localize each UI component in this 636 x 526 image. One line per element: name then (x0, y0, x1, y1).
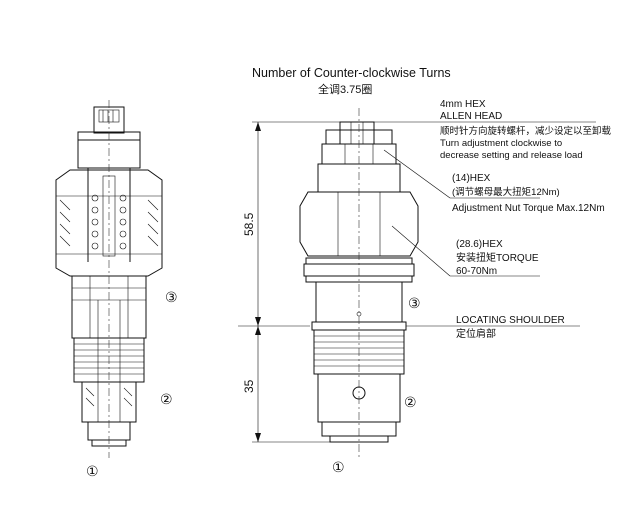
body-hex-line2: 安装扭矩TORQUE (456, 251, 539, 264)
adjust-hex-line1: (14)HEX (452, 173, 491, 184)
allen-hex-line5: decrease setting and release load (440, 150, 583, 161)
dimension-lower: 35 (242, 379, 256, 393)
allen-hex-line1: 4mm HEX (440, 99, 486, 110)
body-hex-line1: (28.6)HEX (456, 239, 503, 250)
title-cn: 全调3.75圈 (318, 82, 372, 96)
dimension-upper: 58.5 (242, 212, 256, 236)
adjust-hex-line3: Adjustment Nut Torque Max.12Nm (452, 203, 605, 214)
callout-adjust-hex: (14)HEX (调节螺母最大扭矩12Nm) Adjustment Nut To… (452, 173, 605, 214)
callout-shoulder: LOCATING SHOULDER 定位肩部 (456, 315, 565, 340)
shoulder-line1: LOCATING SHOULDER (456, 315, 565, 326)
callout-body-hex: (28.6)HEX 安装扭矩TORQUE 60-70Nm (456, 239, 539, 277)
leader-lines (374, 121, 596, 327)
exterior-view (299, 108, 419, 458)
allen-hex-line4: Turn adjustment clockwise to (440, 138, 562, 149)
title-en: Number of Counter-clockwise Turns (252, 66, 451, 80)
shoulder-line2: 定位肩部 (456, 327, 496, 340)
right-port2-label: ② (404, 394, 417, 410)
left-port1-label: ① (86, 463, 99, 479)
left-port3-label: ③ (165, 289, 178, 305)
right-port1-label: ① (332, 459, 345, 475)
adjust-hex-line2: (调节螺母最大扭矩12Nm) (452, 186, 560, 198)
right-port3-label: ③ (408, 295, 421, 311)
dimension-lines (238, 121, 340, 443)
allen-hex-line2: ALLEN HEAD (440, 111, 502, 122)
allen-hex-line3: 顺时针方向旋转螺杆，减少设定以至卸载 (440, 125, 612, 137)
callout-allen-hex: 4mm HEX ALLEN HEAD 顺时针方向旋转螺杆，减少设定以至卸载 Tu… (440, 99, 612, 161)
body-hex-line3: 60-70Nm (456, 266, 497, 277)
left-port2-label: ② (160, 391, 173, 407)
sectional-view (55, 100, 163, 458)
